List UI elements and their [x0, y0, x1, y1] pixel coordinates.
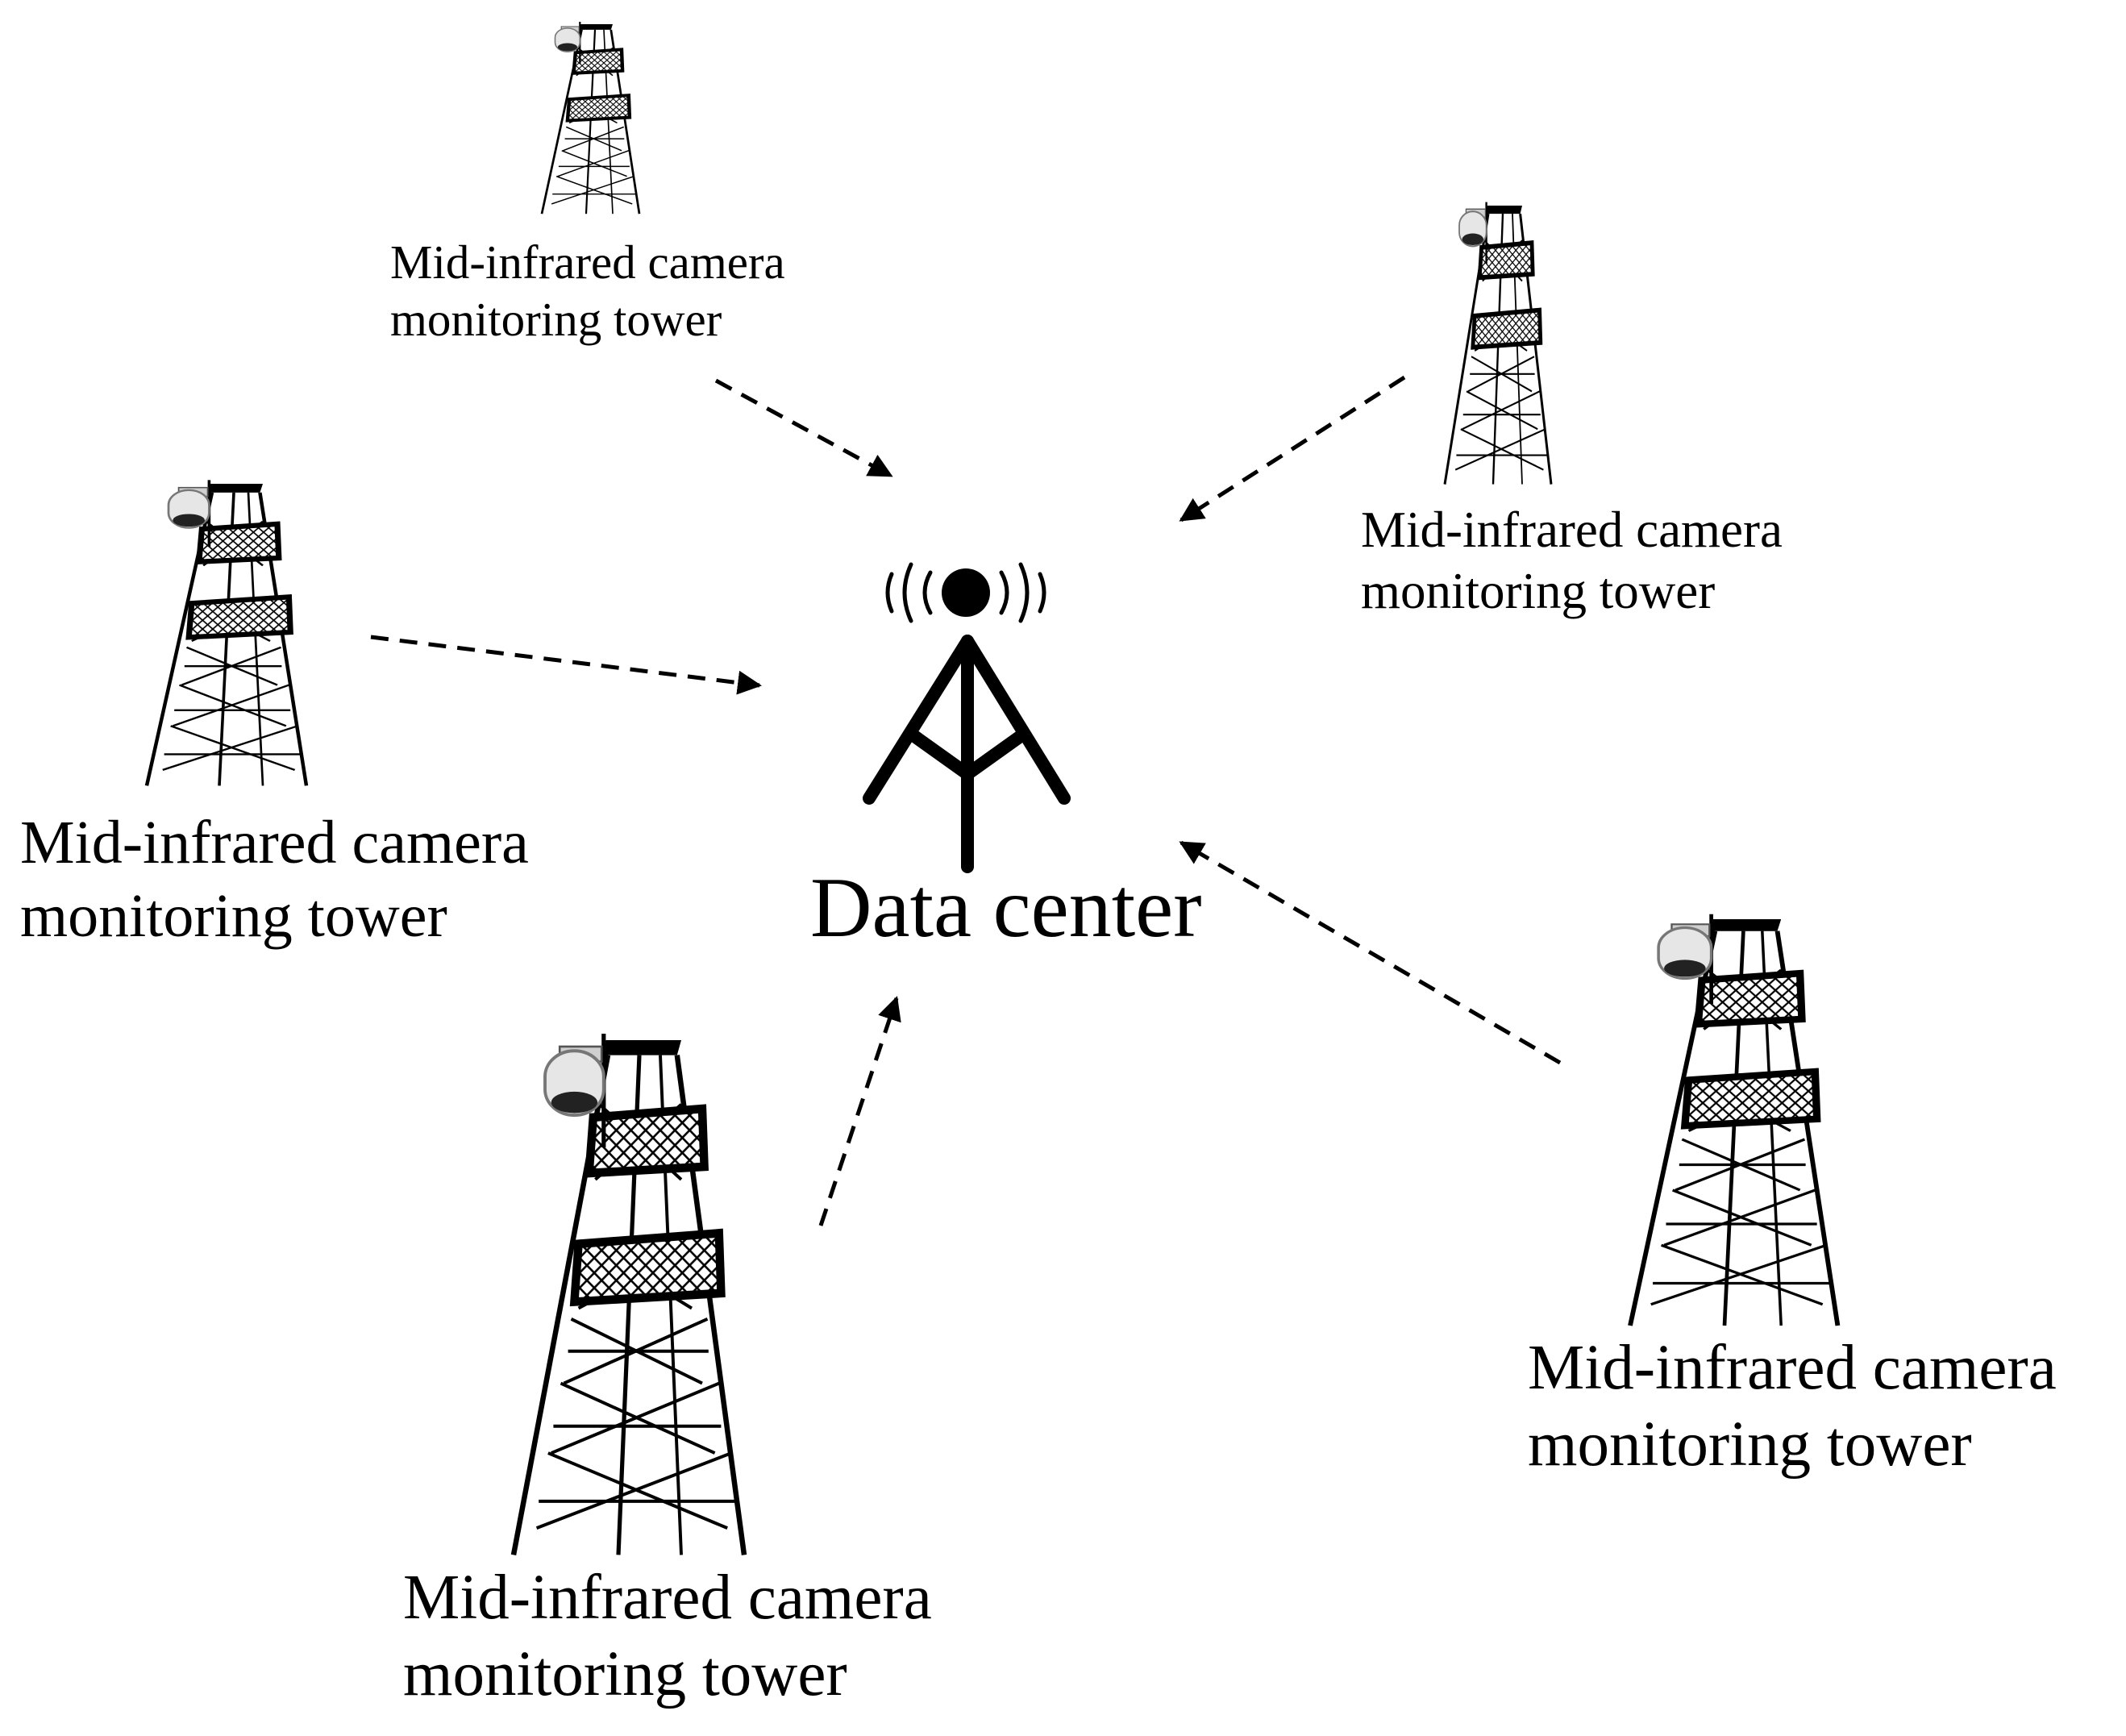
tower-label-top: Mid-infrared camera monitoring tower: [390, 234, 785, 348]
tower-label-line1: Mid-infrared camera: [20, 809, 529, 876]
camera-tower-icon: [147, 480, 306, 785]
tower-label-upper-right: Mid-infrared camera monitoring tower: [1361, 500, 1783, 622]
tower-label-line1: Mid-infrared camera: [390, 235, 785, 289]
tower-label-line2: monitoring tower: [390, 292, 722, 346]
tower-label-lower-right: Mid-infrared camera monitoring tower: [1528, 1330, 2057, 1484]
tower-label-line2: monitoring tower: [1361, 562, 1716, 619]
arrow-lower-right-to-datacenter: [1179, 840, 1562, 1065]
arrow-top-to-datacenter: [714, 378, 893, 478]
tower-label-line2: monitoring tower: [1528, 1409, 1972, 1480]
radio-antenna-icon: [863, 562, 1071, 873]
tower-label-line1: Mid-infrared camera: [403, 1563, 932, 1633]
camera-tower-icon: [1445, 202, 1551, 485]
tower-label-line1: Mid-infrared camera: [1361, 502, 1783, 558]
arrow-left-to-datacenter: [370, 635, 762, 695]
tower-label-line2: monitoring tower: [20, 882, 447, 951]
camera-tower-icon: [514, 1034, 744, 1555]
arrow-upper-right-to-datacenter: [1179, 375, 1406, 522]
camera-tower-icon: [1630, 914, 1837, 1326]
tower-label-line1: Mid-infrared camera: [1528, 1333, 2057, 1403]
tower-label-left: Mid-infrared camera monitoring tower: [20, 806, 529, 953]
tower-label-line2: monitoring tower: [403, 1638, 847, 1709]
camera-tower-icon: [542, 22, 639, 214]
data-center-label: Data center: [810, 860, 1202, 955]
tower-label-bottom: Mid-infrared camera monitoring tower: [403, 1560, 932, 1713]
arrow-bottom-to-datacenter: [818, 996, 901, 1226]
